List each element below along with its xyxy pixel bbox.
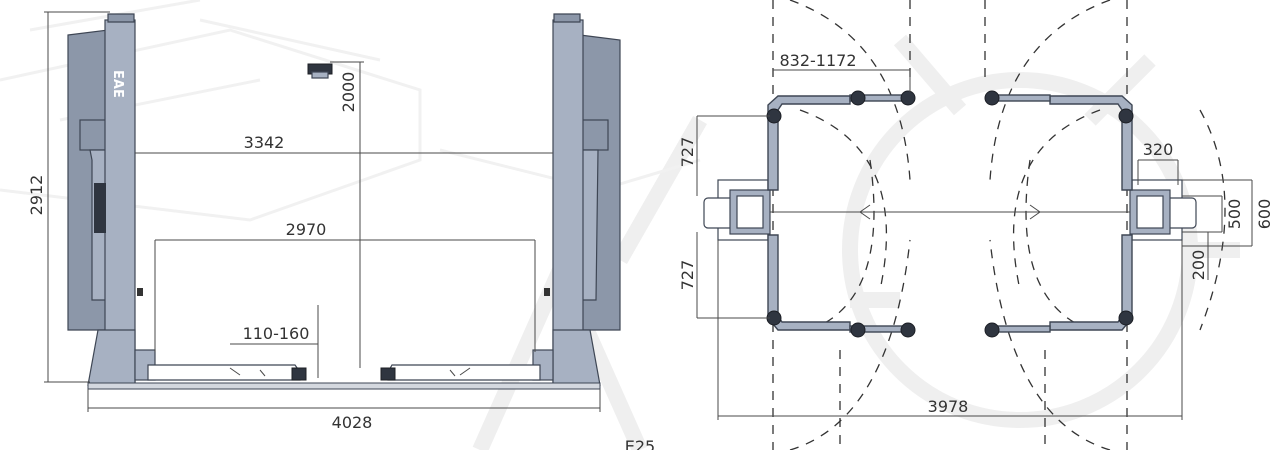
base-plate	[87, 382, 601, 390]
dim-base-depth: 320	[1143, 140, 1174, 159]
dim-column-distance: 3342	[244, 133, 285, 152]
left-low-arm	[134, 349, 307, 381]
brand-text: EAE	[110, 70, 125, 98]
dim-base-width-outer: 600	[1255, 199, 1274, 230]
dim-offset: 200	[1189, 250, 1208, 281]
dim-base-width-inner: 500	[1225, 199, 1244, 230]
left-carriage	[703, 179, 771, 241]
lift-arms	[767, 94, 1133, 333]
dim-overhead-height: 2000	[339, 72, 358, 113]
dim-overall-width: 4028	[332, 413, 373, 432]
front-dimension-lines	[44, 11, 601, 412]
dim-overall-length: 3978	[928, 397, 969, 416]
swing-arcs	[772, 0, 1226, 450]
model-label: E25	[625, 437, 655, 450]
top-dimension-labels: 832-1172 727 727 320 500 600 200 3978	[678, 51, 1274, 416]
cable-line	[770, 204, 1130, 220]
right-carriage	[1129, 179, 1197, 241]
overhead-pad	[307, 63, 333, 79]
arm-pads	[766, 90, 1134, 338]
top-view: 832-1172 727 727 320 500 600 200 3978	[678, 0, 1274, 450]
front-view: EAE	[27, 11, 621, 432]
dim-total-height: 2912	[27, 175, 46, 216]
right-column	[544, 13, 621, 386]
dim-pad-height: 110-160	[243, 324, 310, 343]
dim-drive-through: 2970	[286, 220, 327, 239]
dim-arm-spacing-upper: 727	[678, 137, 697, 168]
dim-arm-spacing-lower: 727	[678, 260, 697, 291]
right-low-arm	[380, 349, 554, 381]
left-column: EAE	[67, 13, 143, 386]
front-dimension-labels: 2912 2000 3342 2970 110-160 4028	[27, 72, 372, 432]
brand-logo: EAE	[110, 70, 125, 98]
dim-arm-reach: 832-1172	[779, 51, 856, 70]
top-dimension-lines	[696, 69, 1253, 420]
